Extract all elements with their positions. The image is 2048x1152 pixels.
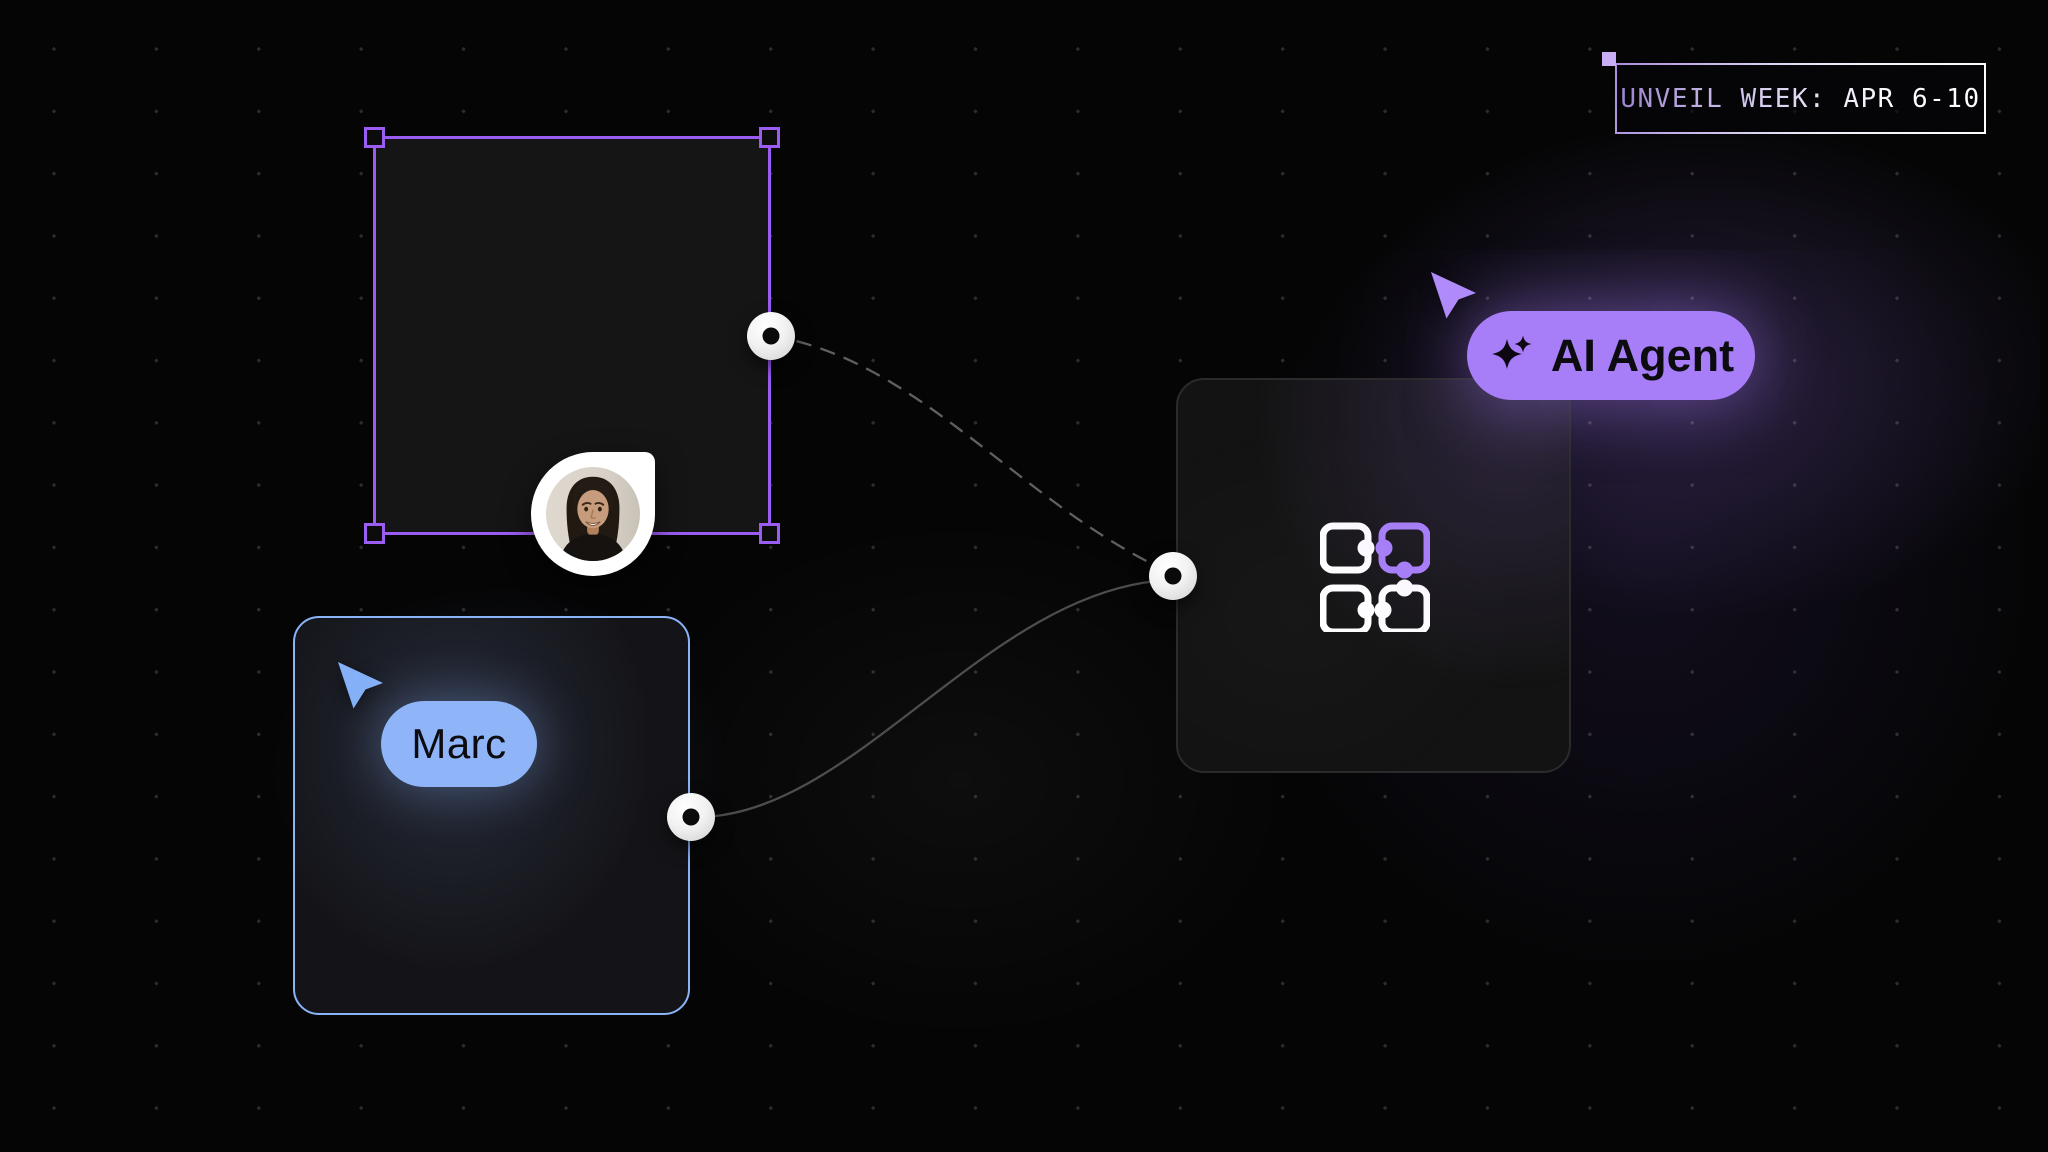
connector-port-marc-frame[interactable] [667, 793, 715, 841]
ai-agent-node[interactable] [1176, 378, 1571, 773]
marc-label-text: Marc [411, 720, 507, 767]
avatar-photo [546, 467, 640, 561]
selection-handle-top-left[interactable] [364, 127, 385, 148]
selection-handle-bottom-left[interactable] [364, 523, 385, 544]
ai-agent-cursor-label: AI Agent [1467, 311, 1755, 400]
user-photo-avatar[interactable] [531, 452, 655, 576]
ai-agent-pointer-cursor-icon [1431, 272, 1476, 319]
selection-handle-bottom-right[interactable] [759, 523, 780, 544]
marc-cursor-label: Marc [381, 701, 537, 787]
marc-pointer-cursor-icon [338, 662, 383, 709]
sparkle-icon [1491, 335, 1532, 369]
connector-port-ai-node[interactable] [1149, 552, 1197, 600]
dashed-connection-wire[interactable] [771, 334, 1168, 573]
badge-text: UNVEIL WEEK: APR 6-10 [1620, 83, 1981, 114]
event-badge: UNVEIL WEEK: APR 6-10 [1602, 52, 1986, 134]
integration-blocks-icon [1320, 522, 1430, 632]
selection-handle-top-right[interactable] [759, 127, 780, 148]
solid-connection-wire[interactable] [690, 578, 1169, 819]
connector-port-selected-frame[interactable] [747, 312, 795, 360]
badge-corner-accent [1602, 52, 1616, 66]
ai-agent-label-text: AI Agent [1550, 329, 1735, 381]
